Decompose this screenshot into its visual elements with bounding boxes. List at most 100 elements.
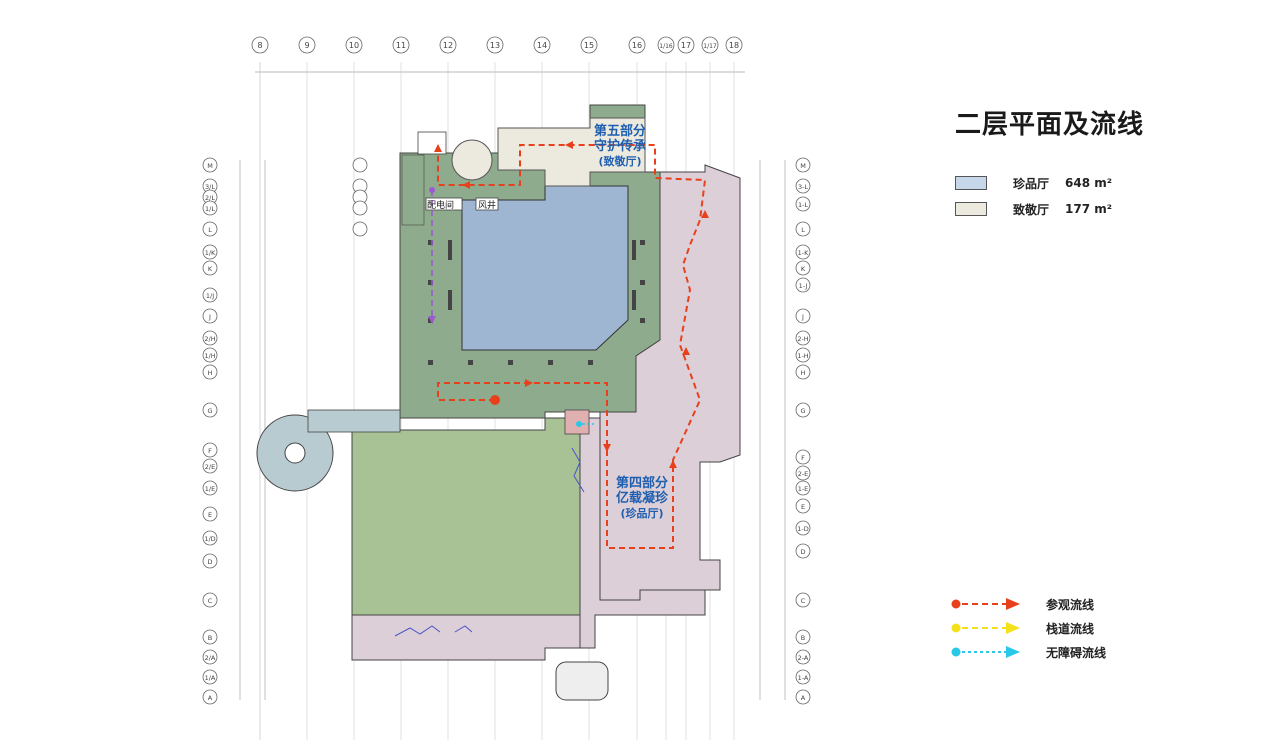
purple-path (428, 187, 436, 324)
visit-flow-arrows (434, 141, 709, 468)
axis-label: 12 (443, 41, 453, 50)
accessible-flow-icon (951, 646, 1020, 658)
svg-text:1-L: 1-L (798, 201, 808, 209)
svg-text:F: F (208, 447, 212, 455)
svg-text:1/H: 1/H (204, 352, 215, 360)
legend-area: 177 m² (1065, 202, 1112, 216)
svg-text:F: F (801, 454, 805, 462)
svg-text:B: B (801, 634, 805, 642)
page-title: 二层平面及流线 (955, 110, 1145, 140)
svg-text:E: E (801, 503, 805, 511)
svg-text:1-D: 1-D (797, 525, 809, 533)
svg-text:C: C (208, 597, 213, 605)
axis-label: 13 (490, 41, 500, 50)
area-legend: 珍品厅 648 m² 致敬厅 177 m² (955, 170, 1112, 222)
svg-text:E: E (208, 511, 212, 519)
svg-text:2/E: 2/E (205, 463, 215, 471)
fifth-zone-label: 第五部分 守护传承 (致敬厅) (585, 124, 655, 169)
svg-text:2/H: 2/H (204, 335, 215, 343)
left-stair-corridor (401, 154, 425, 226)
flow-legend: 参观流线 栈道流线 无障碍流线 (950, 592, 1106, 664)
flow-label: 参观流线 (1046, 597, 1095, 612)
svg-text:H: H (208, 369, 213, 377)
fifth-zone-line1: 第五部分 (593, 124, 646, 139)
svg-text:1/J: 1/J (206, 292, 214, 300)
right-dimension-line (759, 160, 786, 700)
tribute-swatch (955, 202, 987, 216)
top-axis-labels: 8 9 10 11 12 13 14 15 16 1/16 17 1/17 18 (257, 41, 739, 50)
svg-text:J: J (208, 313, 211, 321)
svg-text:C: C (801, 597, 806, 605)
svg-text:2-H: 2-H (797, 335, 808, 343)
legend-name: 致敬厅 (1013, 202, 1050, 217)
fourth-zone-line1: 第四部分 (615, 476, 668, 491)
air-shaft-label: 风井 (478, 201, 497, 211)
fourth-zone-label: 第四部分 亿载凝珍 (珍品厅) (607, 476, 677, 521)
flow-row-visit: 参观流线 (950, 592, 1106, 616)
fifth-zone-line2: 守护传承 (593, 139, 646, 154)
svg-text:1/D: 1/D (204, 535, 215, 543)
svg-text:M: M (800, 162, 806, 170)
bottom-stair (555, 661, 609, 701)
svg-text:A: A (208, 694, 213, 702)
svg-text:1-E: 1-E (798, 485, 809, 493)
round-room (451, 139, 493, 181)
svg-text:D: D (207, 558, 212, 566)
fourth-zone-line2: 亿载凝珍 (615, 491, 668, 506)
svg-text:1-K: 1-K (798, 249, 809, 257)
axis-label: 9 (304, 41, 309, 50)
svg-text:L: L (801, 226, 805, 234)
distribution-room-label: 配电间 (427, 201, 455, 211)
left-axis-bubbles (202, 157, 218, 705)
axis-label: 11 (396, 41, 406, 50)
visit-flow-start-dot (490, 395, 500, 405)
axis-label: 17 (681, 41, 691, 50)
bottom-strip (351, 614, 581, 661)
axis-label: 1/16 (659, 43, 673, 50)
axis-label: 10 (349, 41, 359, 50)
svg-text:J: J (801, 313, 804, 321)
svg-text:3-L: 3-L (798, 183, 808, 191)
axis-label: 18 (729, 41, 739, 50)
svg-text:1-A: 1-A (798, 674, 809, 682)
svg-text:L: L (208, 226, 212, 234)
bridge (307, 409, 401, 433)
right-axis-labels: M3-L 1-LL 1-KK 1-JJ 2-H1-H HG F2-E 1-EE … (797, 162, 809, 702)
svg-text:A: A (801, 694, 806, 702)
svg-text:2-A: 2-A (798, 654, 809, 662)
visit-flow-icon (951, 598, 1020, 610)
legend-area: 648 m² (1065, 176, 1112, 190)
svg-text:K: K (208, 265, 213, 273)
svg-text:G: G (800, 407, 805, 415)
svg-text:2/L: 2/L (205, 194, 215, 202)
svg-text:1/K: 1/K (205, 249, 216, 257)
beige-tribute-hall (497, 117, 646, 187)
legend-name: 珍品厅 (1013, 176, 1050, 191)
fourth-zone-line3: (珍品厅) (620, 507, 664, 520)
axis-label: 8 (257, 41, 262, 50)
svg-text:G: G (207, 407, 212, 415)
bottom-artifacts (394, 447, 585, 637)
axis-label: 15 (584, 41, 594, 50)
axis-label: 1/17 (703, 43, 717, 50)
axis-label: 16 (632, 41, 642, 50)
fifth-zone-line3: (致敬厅) (598, 155, 642, 168)
right-axis-bubbles (795, 157, 811, 705)
legend-row-tribute: 致敬厅 177 m² (955, 196, 1112, 222)
svg-text:2/A: 2/A (205, 654, 216, 662)
flow-label: 无障碍流线 (1046, 645, 1107, 660)
legend-row-treasure: 珍品厅 648 m² (955, 170, 1112, 196)
top-axis-bubbles (251, 36, 743, 54)
inner-axis-bubbles (352, 157, 368, 237)
svg-text:H: H (801, 369, 806, 377)
lower-green-hall (351, 417, 581, 631)
left-dimension-line (239, 160, 266, 700)
axis-label: 14 (537, 41, 547, 50)
accessible-flow-path (576, 421, 594, 427)
svg-text:1/A: 1/A (205, 674, 216, 682)
flow-label: 栈道流线 (1046, 621, 1095, 636)
top-stair (417, 131, 447, 155)
svg-text:1/E: 1/E (205, 485, 215, 493)
flow-row-boardwalk: 栈道流线 (950, 616, 1106, 640)
